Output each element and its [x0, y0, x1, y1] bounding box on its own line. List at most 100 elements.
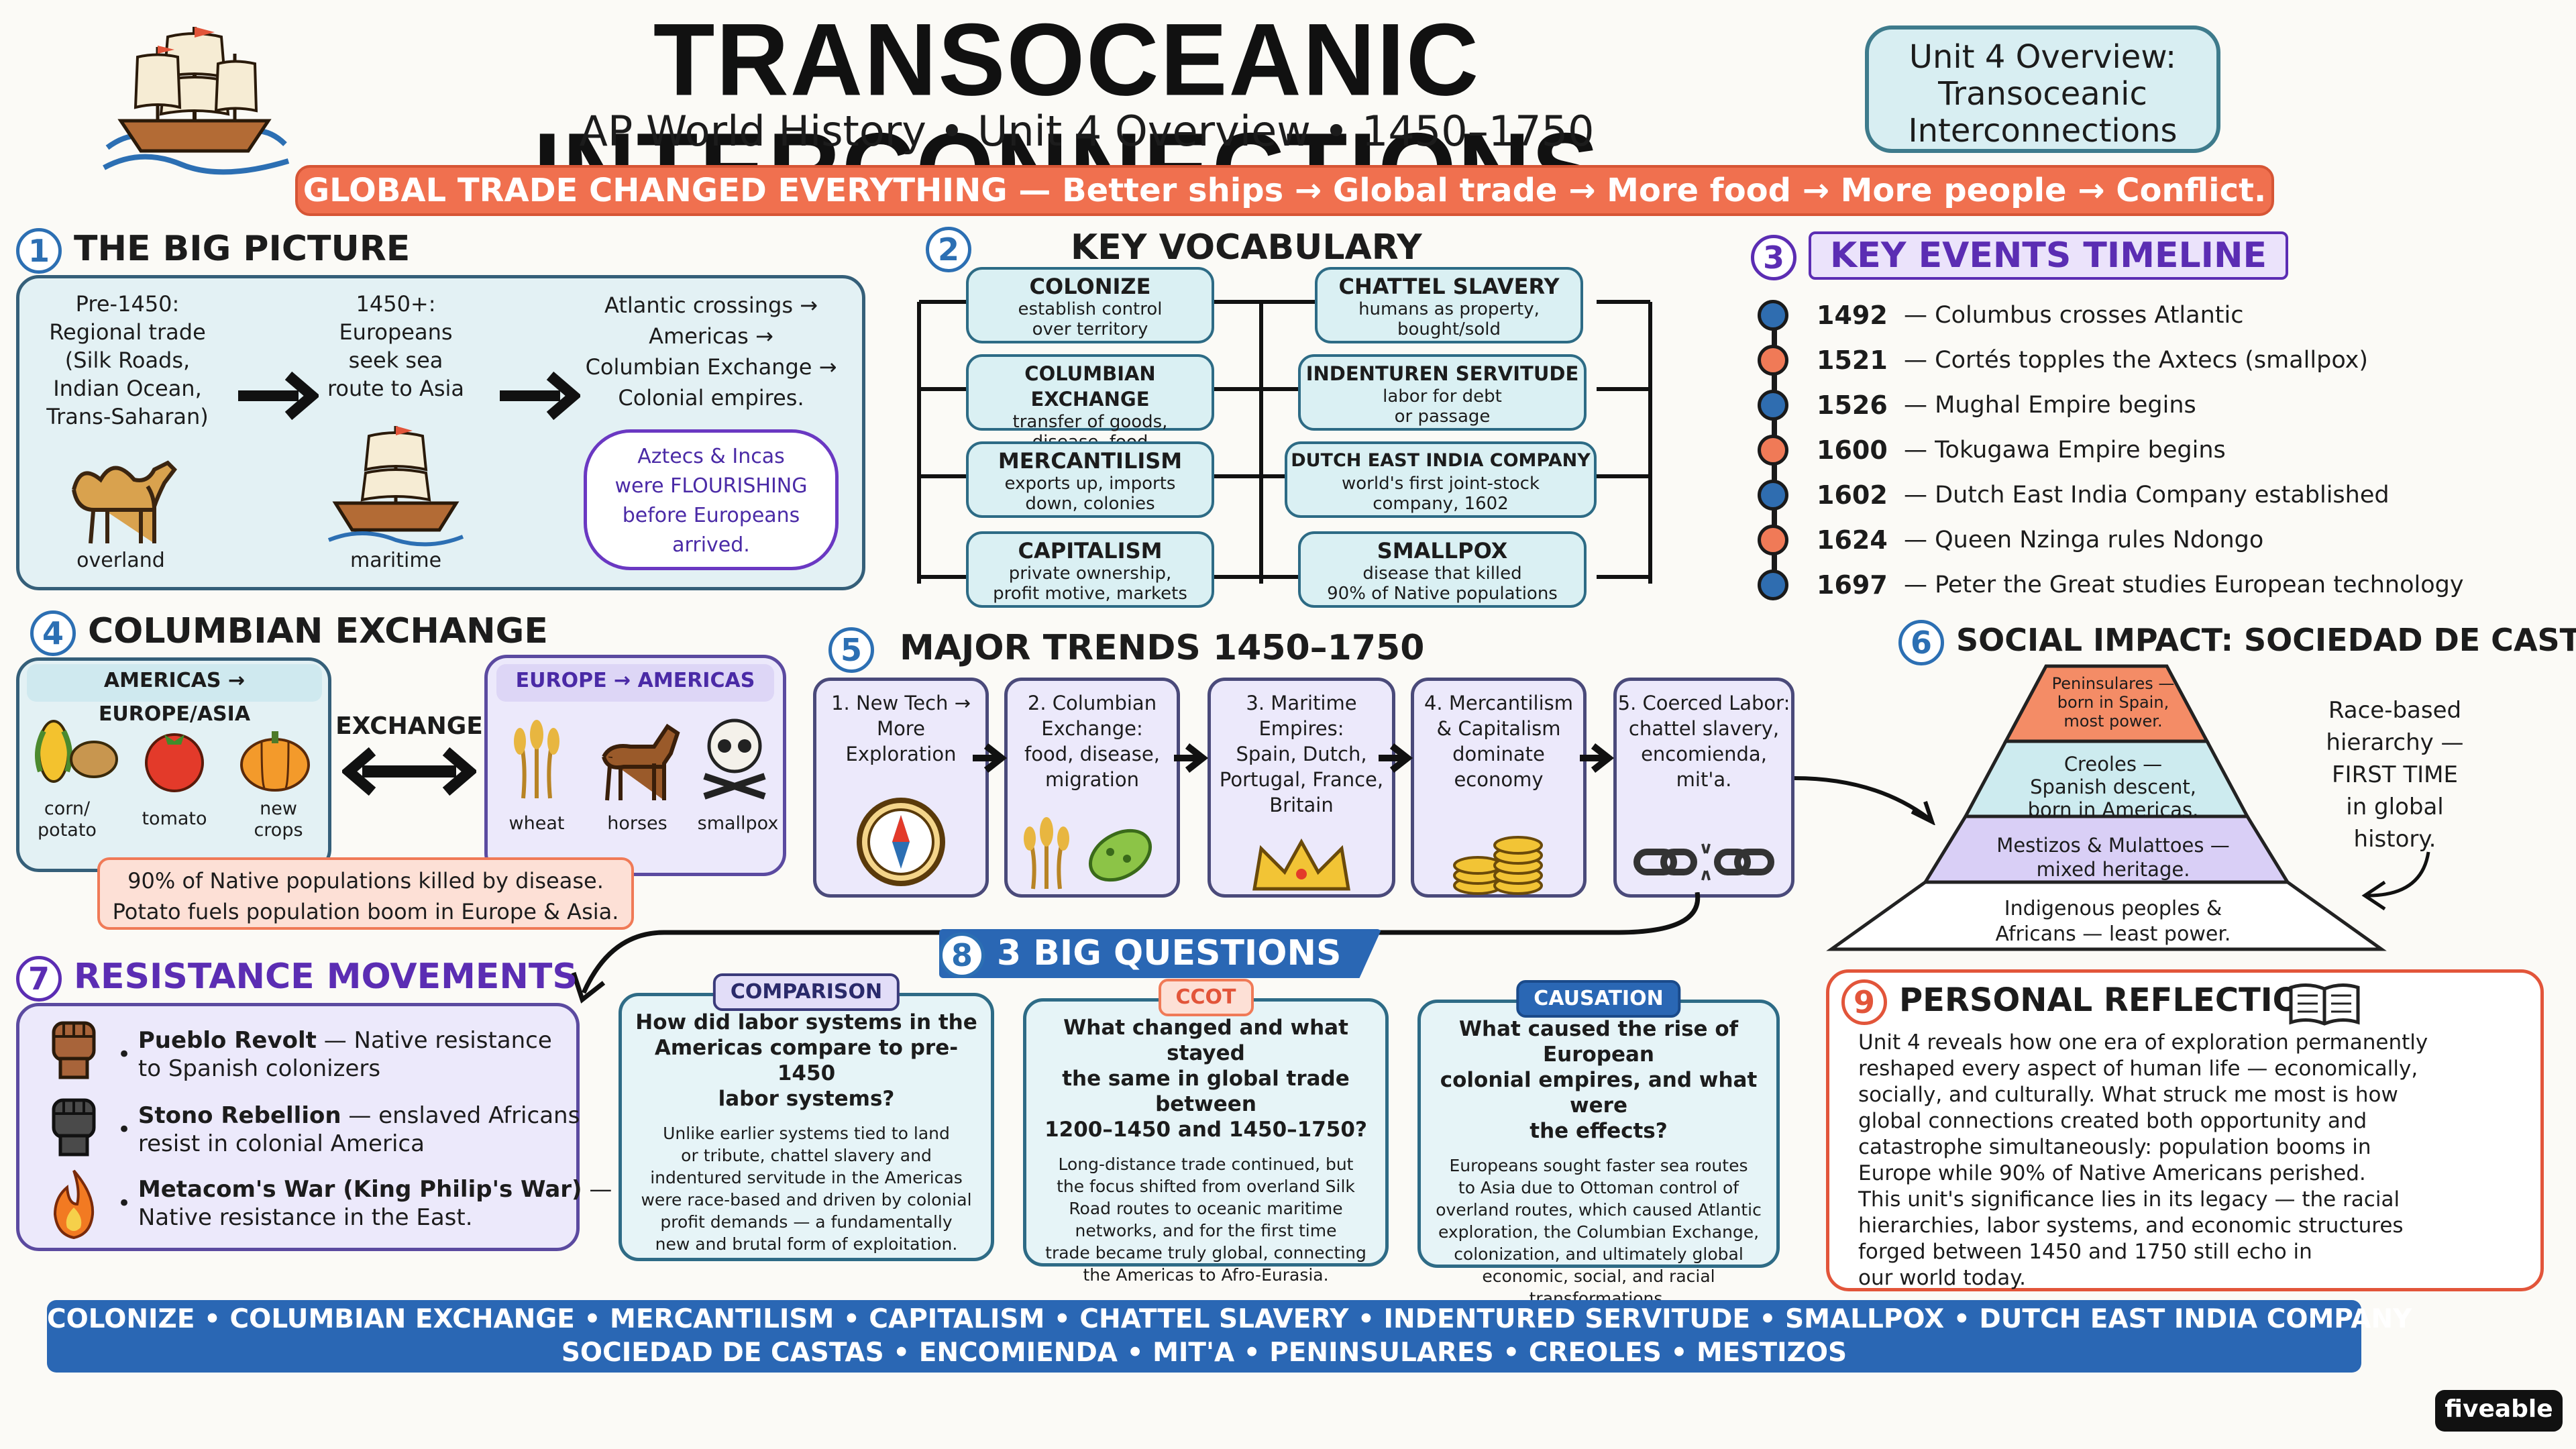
comparison-tag: COMPARISON	[712, 973, 900, 1011]
event-text: — Dutch East India Company established	[1904, 482, 2390, 508]
race-hierarchy-note: Race-based hierarchy — FIRST TIME in glo…	[2326, 697, 2464, 853]
event-year: 1526	[1817, 390, 1888, 420]
trend-connector-arrow	[571, 892, 1701, 1004]
vocab-term: CHATTEL SLAVERY	[1338, 274, 1560, 299]
unit-overview-badge: Unit 4 Overview: Transoceanic Interconne…	[1865, 25, 2220, 153]
arrow-right-icon	[500, 371, 580, 421]
timeline-event: 1697— Peter the Great studies European t…	[1758, 565, 2464, 605]
arrow-right-icon	[1580, 743, 1615, 773]
question-text: What caused the rise of European colonia…	[1440, 1017, 1758, 1143]
reflection-panel	[1826, 969, 2544, 1291]
footer-line-2: SOCIEDAD DE CASTAS • ENCOMIENDA • MIT'A …	[561, 1338, 1847, 1368]
vocab-term: MERCANTILISM	[998, 448, 1183, 474]
resistance-item: • Metacom's War (King Philip's War) — Na…	[117, 1175, 612, 1232]
arrow-right-icon	[1379, 743, 1413, 773]
headline-banner: GLOBAL TRADE CHANGED EVERYTHING — Better…	[295, 165, 2274, 216]
casta-pyramid	[1826, 664, 2387, 951]
answer-text: Europeans sought faster sea routes to As…	[1436, 1156, 1762, 1308]
disease-note: 90% of Native populations killed by dise…	[97, 857, 634, 930]
maritime-label: maritime	[350, 549, 442, 572]
event-text: — Columbus crosses Atlantic	[1904, 302, 2244, 329]
section-number: 3	[1751, 235, 1796, 280]
compass-icon	[857, 798, 945, 886]
new-crops-label: new crops	[254, 798, 303, 841]
vocab-term: SMALLPOX	[1377, 538, 1508, 564]
horse-icon	[602, 723, 680, 801]
event-year: 1521	[1817, 345, 1888, 375]
vocab-term: CAPITALISM	[1018, 538, 1163, 564]
americas-header: AMERICAS → EUROPE/ASIA	[27, 664, 322, 726]
horses-label: horses	[607, 813, 667, 834]
causation-tag: CAUSATION	[1516, 980, 1681, 1018]
timeline-event: 1602 — Dutch East India Company establish…	[1758, 475, 2390, 515]
fire-icon	[53, 1169, 95, 1240]
event-text: — Queen Nzinga rules Ndongo	[1904, 527, 2264, 553]
vocab-term: DUTCH EAST INDIA COMPANY	[1291, 450, 1591, 471]
question-text: How did labor systems in the Americas co…	[635, 1010, 977, 1111]
vocab-footer-bar: COLONIZE • COLUMBIAN EXCHANGE • MERCANTI…	[47, 1300, 2412, 1373]
trend-to-pyramid-arrow	[1794, 776, 1935, 825]
wheat-icon	[514, 720, 559, 799]
section-title: KEY VOCABULARY	[1071, 227, 1422, 268]
section-title: THE BIG PICTURE	[74, 229, 411, 269]
event-text: — Mughal Empire begins	[1904, 392, 2196, 419]
section-number: 1	[16, 228, 62, 274]
crown-icon	[1252, 838, 1350, 891]
timeline-dot	[1758, 390, 1788, 421]
section-title: RESISTANCE MOVEMENTS	[74, 957, 578, 997]
ship-logo-icon	[103, 27, 290, 175]
overland-label: overland	[76, 549, 165, 572]
section-number: 8	[939, 932, 985, 978]
fist-brown-icon	[52, 1021, 96, 1079]
answer-text: Unlike earlier systems tied to land or t…	[641, 1124, 972, 1254]
section-title: MAJOR TRENDS 1450–1750	[900, 628, 1425, 668]
wheat-label: wheat	[508, 813, 565, 834]
resistance-name: Pueblo Revolt	[138, 1027, 317, 1054]
book-icon	[2289, 983, 2360, 1026]
broken-chain-icon	[1633, 843, 1774, 881]
corn-potato-label: corn/ potato	[38, 798, 97, 841]
pre-1450-text: Pre-1450: Regional trade (Silk Roads, In…	[46, 291, 209, 429]
resistance-name: Metacom's War (King Philip's War)	[138, 1176, 582, 1203]
question-card-causation: CAUSATION What caused the rise of Europe…	[1417, 980, 1780, 1308]
resistance-desc: — Native resistance to Spanish colonizer…	[138, 1027, 552, 1082]
event-text: — Cortés topples the Axtecs (smallpox)	[1904, 347, 2369, 374]
bullet: •	[117, 1116, 138, 1143]
section-number: 7	[16, 956, 62, 1002]
resistance-item: • Stono Rebellion — enslaved Africans re…	[117, 1102, 580, 1158]
event-text: — Peter the Great studies European techn…	[1904, 572, 2464, 598]
curved-arrow-icon	[2361, 851, 2430, 911]
timeline-dot	[1758, 300, 1788, 331]
resistance-text: Stono Rebellion — enslaved Africans resi…	[138, 1102, 580, 1158]
vocab-term: COLONIZE	[1029, 274, 1151, 299]
question-text: What changed and what stayed the same in…	[1044, 1016, 1367, 1142]
vocab-def: private ownership, profit motive, market…	[993, 564, 1187, 604]
timeline-dot	[1758, 525, 1788, 555]
exchange-label: EXCHANGE	[335, 712, 483, 740]
timeline-event: 1600— Tokugawa Empire begins	[1758, 430, 2226, 470]
trend-card: 5. Coerced Labor: chattel slavery, encom…	[1613, 678, 1794, 898]
section-title: 3 BIG QUESTIONS	[997, 933, 1342, 973]
event-year: 1602	[1817, 480, 1888, 510]
brand-badge: fiveable	[2435, 1390, 2563, 1432]
double-arrow-icon	[342, 747, 476, 796]
question-card-ccot: CCOT What changed and what stayed the sa…	[1023, 979, 1389, 1285]
timeline-dot	[1758, 570, 1788, 600]
trend-card: 1. New Tech → More Exploration	[813, 678, 989, 898]
answer-text: Long-distance trade continued, but the f…	[1045, 1155, 1366, 1285]
question-card-comparison: COMPARISON How did labor systems in the …	[619, 973, 994, 1261]
1450-text: 1450+: Europeans seek sea route to Asia	[327, 291, 465, 401]
bullet: •	[117, 1190, 138, 1217]
tier-creoles: Creoles — Spanish descent, born in Ameri…	[2027, 753, 2199, 821]
